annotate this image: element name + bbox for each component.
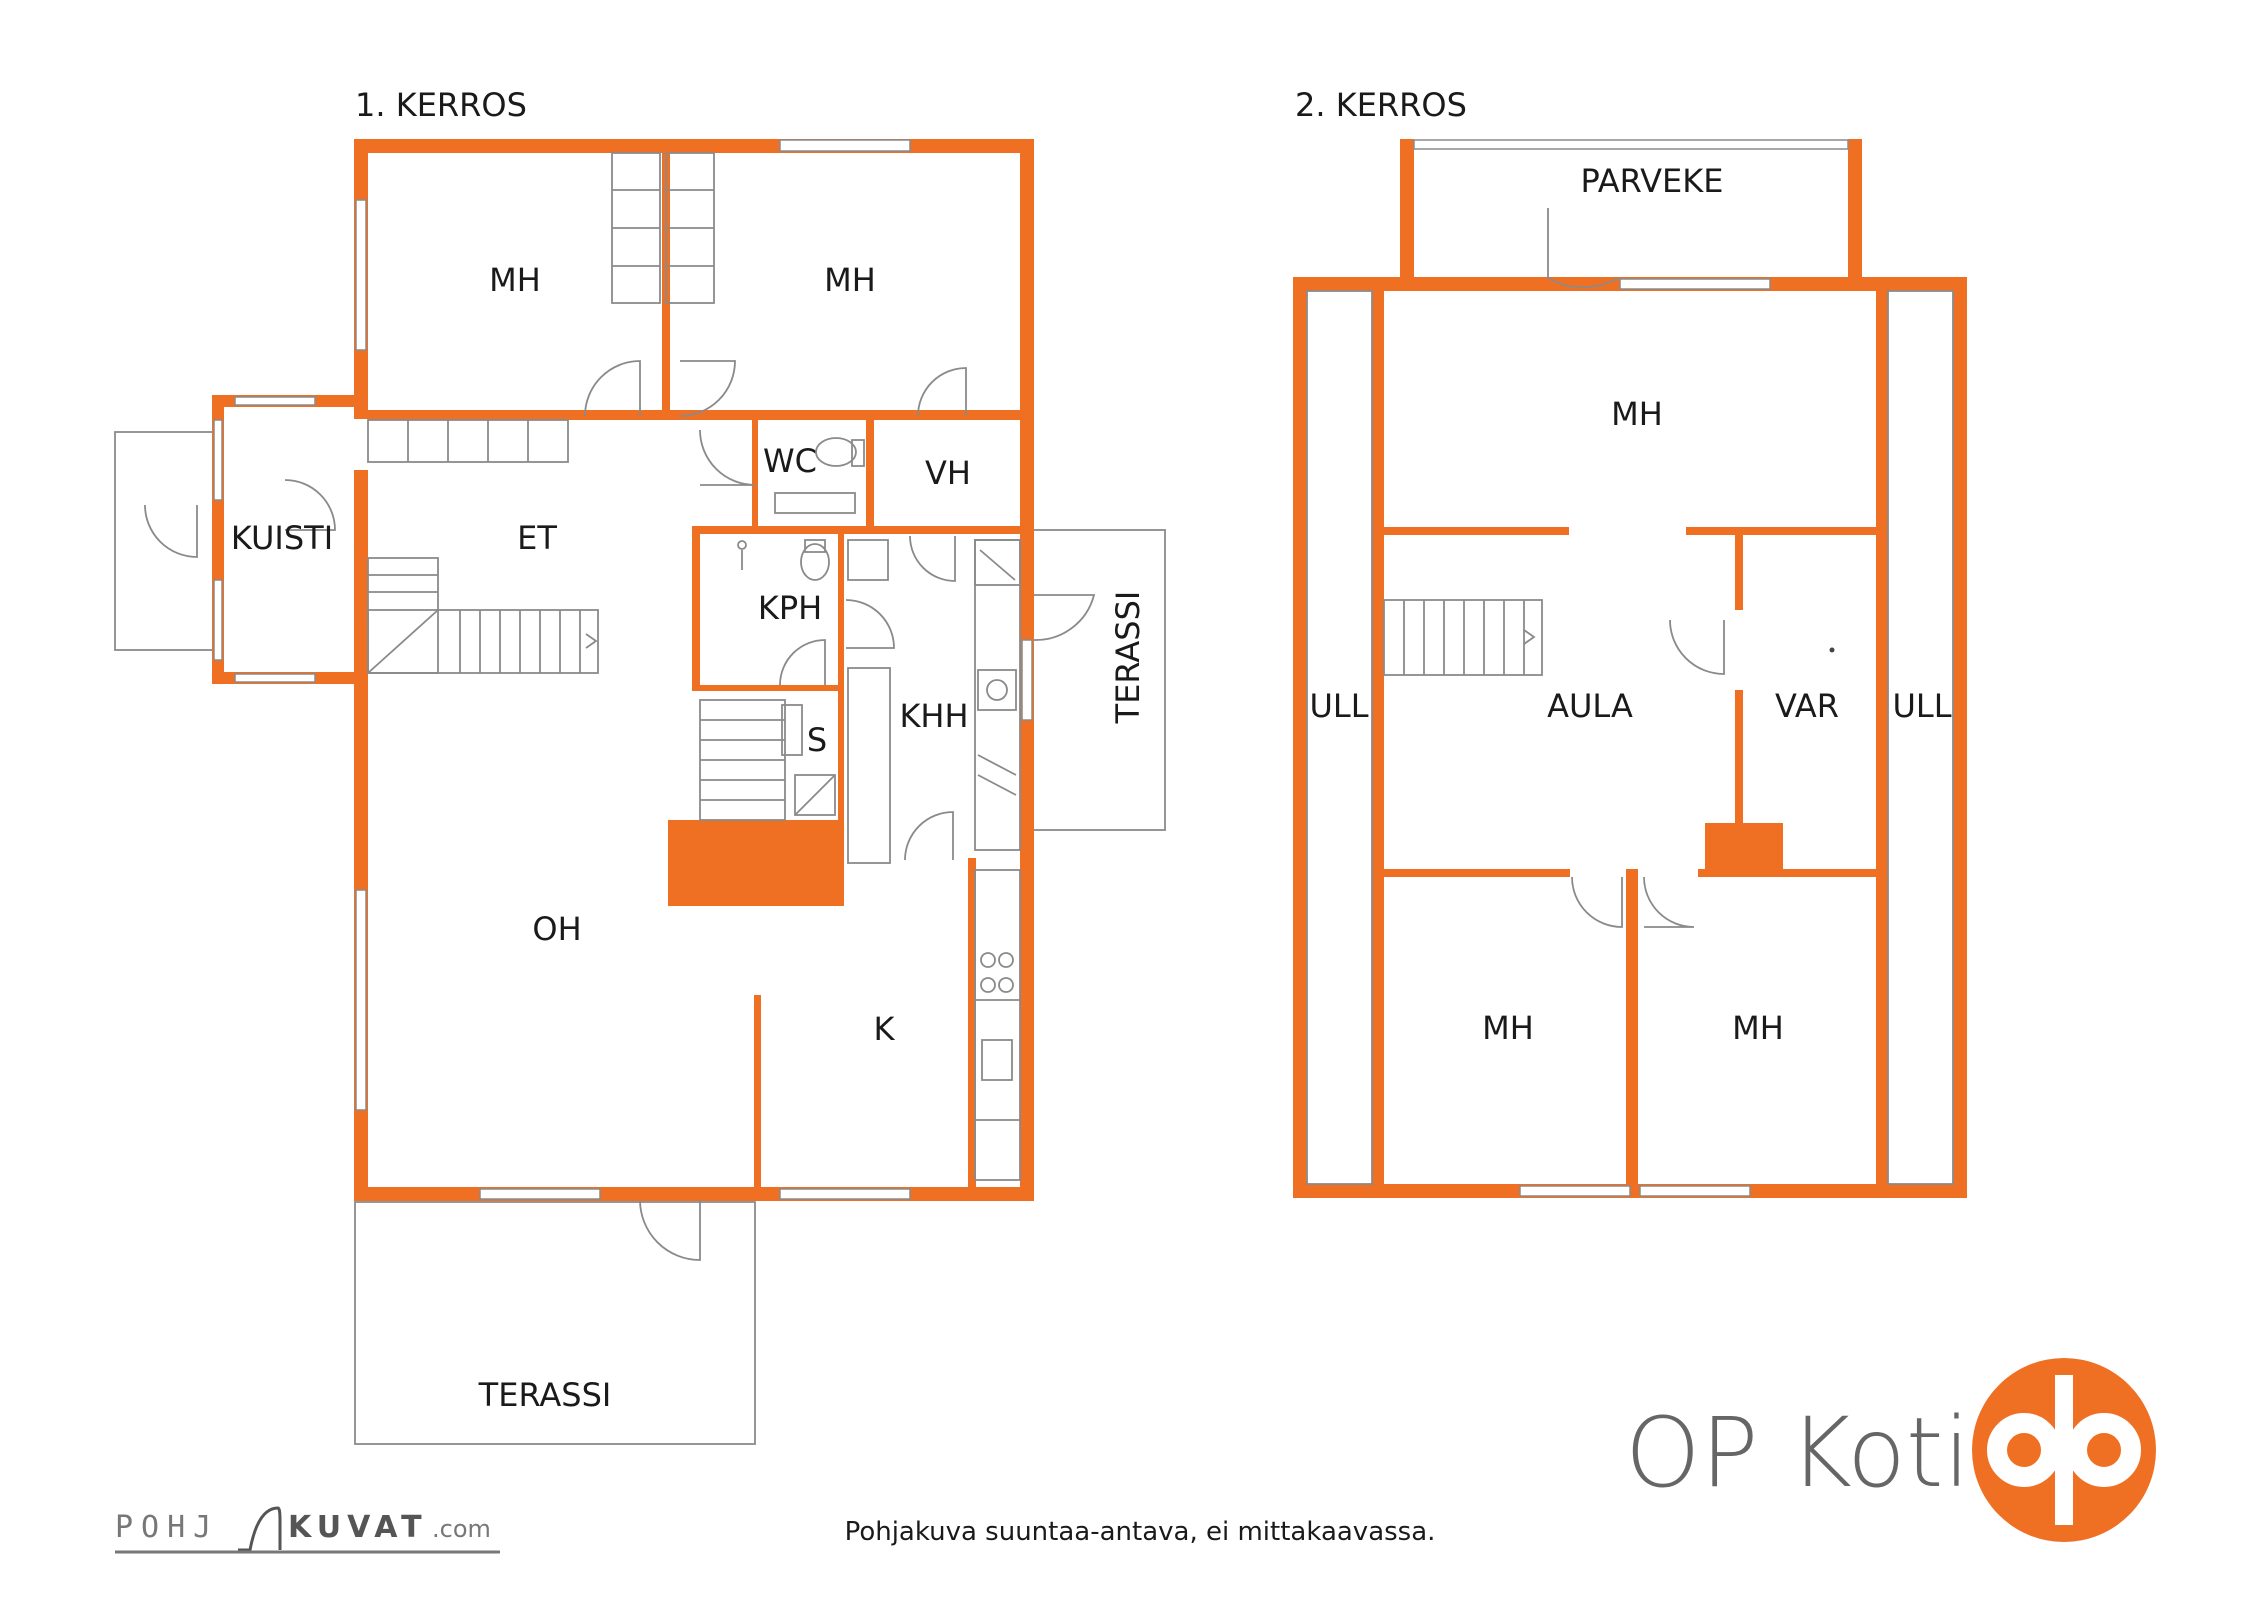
appliances xyxy=(974,539,1021,586)
room-label-terassi-east: TERASSI xyxy=(1109,591,1147,725)
room-label-parveke: PARVEKE xyxy=(1581,162,1724,200)
window xyxy=(1519,1185,1631,1197)
wall xyxy=(968,858,976,1188)
room-label-kuisti: KUISTI xyxy=(231,519,333,557)
wall xyxy=(1372,291,1384,1184)
room-label-mh-bottom-left: MH xyxy=(1482,1009,1534,1047)
floor-1-plan: 1. KERROS MH MH WC VH KUISTI ET KPH S KH… xyxy=(114,86,1166,1445)
wall xyxy=(1735,535,1743,610)
bathroom-fixtures xyxy=(737,437,865,581)
wall xyxy=(752,420,758,530)
porch-step-outline xyxy=(114,431,216,651)
laundry-counter xyxy=(847,539,1021,864)
room-label-kph: KPH xyxy=(758,589,822,627)
window xyxy=(779,1188,911,1200)
window xyxy=(1021,639,1033,721)
wall xyxy=(1400,139,1414,277)
sauna-bench xyxy=(699,699,836,821)
wall xyxy=(692,685,842,691)
window xyxy=(234,396,316,406)
disclaimer-text: Pohjakuva suuntaa-antava, ei mittakaavas… xyxy=(845,1517,1436,1547)
window xyxy=(234,673,316,683)
terrace-south-outline xyxy=(354,1201,756,1445)
window xyxy=(1639,1185,1751,1197)
brand-name: OP Koti xyxy=(1625,1397,1970,1509)
room-label-mh-bottom-right: MH xyxy=(1732,1009,1784,1047)
wall xyxy=(1953,277,1967,1198)
wall xyxy=(1698,869,1876,877)
pohjakuvat-credit: POHJ KUVAT .com xyxy=(115,1506,500,1554)
window xyxy=(355,889,367,1111)
floor-2-title: 2. KERROS xyxy=(1295,86,1467,124)
window xyxy=(479,1188,601,1200)
wall xyxy=(692,526,700,691)
chimney-block xyxy=(1705,823,1783,875)
wall xyxy=(754,995,761,1190)
wall xyxy=(1384,869,1570,877)
wall xyxy=(1686,527,1876,535)
window xyxy=(355,199,367,351)
room-label-ull-right: ULL xyxy=(1892,687,1951,725)
room-label-et: ET xyxy=(517,519,557,557)
room-label-oh: OH xyxy=(532,910,581,948)
room-label-ull-left: ULL xyxy=(1309,687,1368,725)
room-label-var: VAR xyxy=(1775,687,1839,725)
credit-left-text: POHJ xyxy=(115,1510,219,1545)
storage-outline xyxy=(1306,290,1373,1185)
wall xyxy=(354,1187,1034,1201)
wall xyxy=(1735,690,1743,825)
doors xyxy=(1547,208,1835,928)
room-label-k: K xyxy=(874,1010,896,1048)
window xyxy=(1619,278,1771,290)
wall xyxy=(1848,139,1862,277)
hall-closets xyxy=(367,419,569,463)
staircase xyxy=(1383,599,1543,676)
wall xyxy=(1626,869,1638,1184)
room-label-s: S xyxy=(807,721,827,759)
wall xyxy=(1293,277,1307,1198)
balcony-railing xyxy=(1413,139,1849,150)
credit-logo-mark xyxy=(238,1506,282,1552)
credit-right-text: KUVAT xyxy=(288,1510,428,1545)
doors xyxy=(144,360,1096,1261)
staircase xyxy=(367,557,599,674)
storage-outline xyxy=(1887,290,1954,1185)
fireplace-block xyxy=(668,820,762,906)
op-logo-icon xyxy=(1972,1358,2156,1542)
room-label-vh: VH xyxy=(925,454,971,492)
wall xyxy=(1384,527,1569,535)
room-label-mh-left: MH xyxy=(489,261,541,299)
window xyxy=(213,579,223,661)
wall xyxy=(354,139,1034,153)
floor-1-title: 1. KERROS xyxy=(355,86,527,124)
wall xyxy=(838,530,844,860)
room-label-mh-top: MH xyxy=(1611,395,1663,433)
wall xyxy=(866,420,874,530)
room-label-wc: WC xyxy=(763,442,817,480)
window xyxy=(779,139,911,152)
wall xyxy=(692,526,1020,534)
wardrobe xyxy=(611,152,715,304)
window xyxy=(213,419,223,501)
kitchen-counter xyxy=(974,869,1021,1181)
credit-domain-text: .com xyxy=(432,1515,491,1543)
room-label-terassi-south: TERASSI xyxy=(478,1376,612,1414)
room-label-mh-right: MH xyxy=(824,261,876,299)
wall xyxy=(1876,291,1888,1184)
floor-2-plan: 2. KERROS PARVEKE MH ULL AULA VAR ULL MH… xyxy=(1293,86,1967,1198)
room-label-aula: AULA xyxy=(1547,687,1633,725)
room-label-khh: KHH xyxy=(899,697,968,735)
